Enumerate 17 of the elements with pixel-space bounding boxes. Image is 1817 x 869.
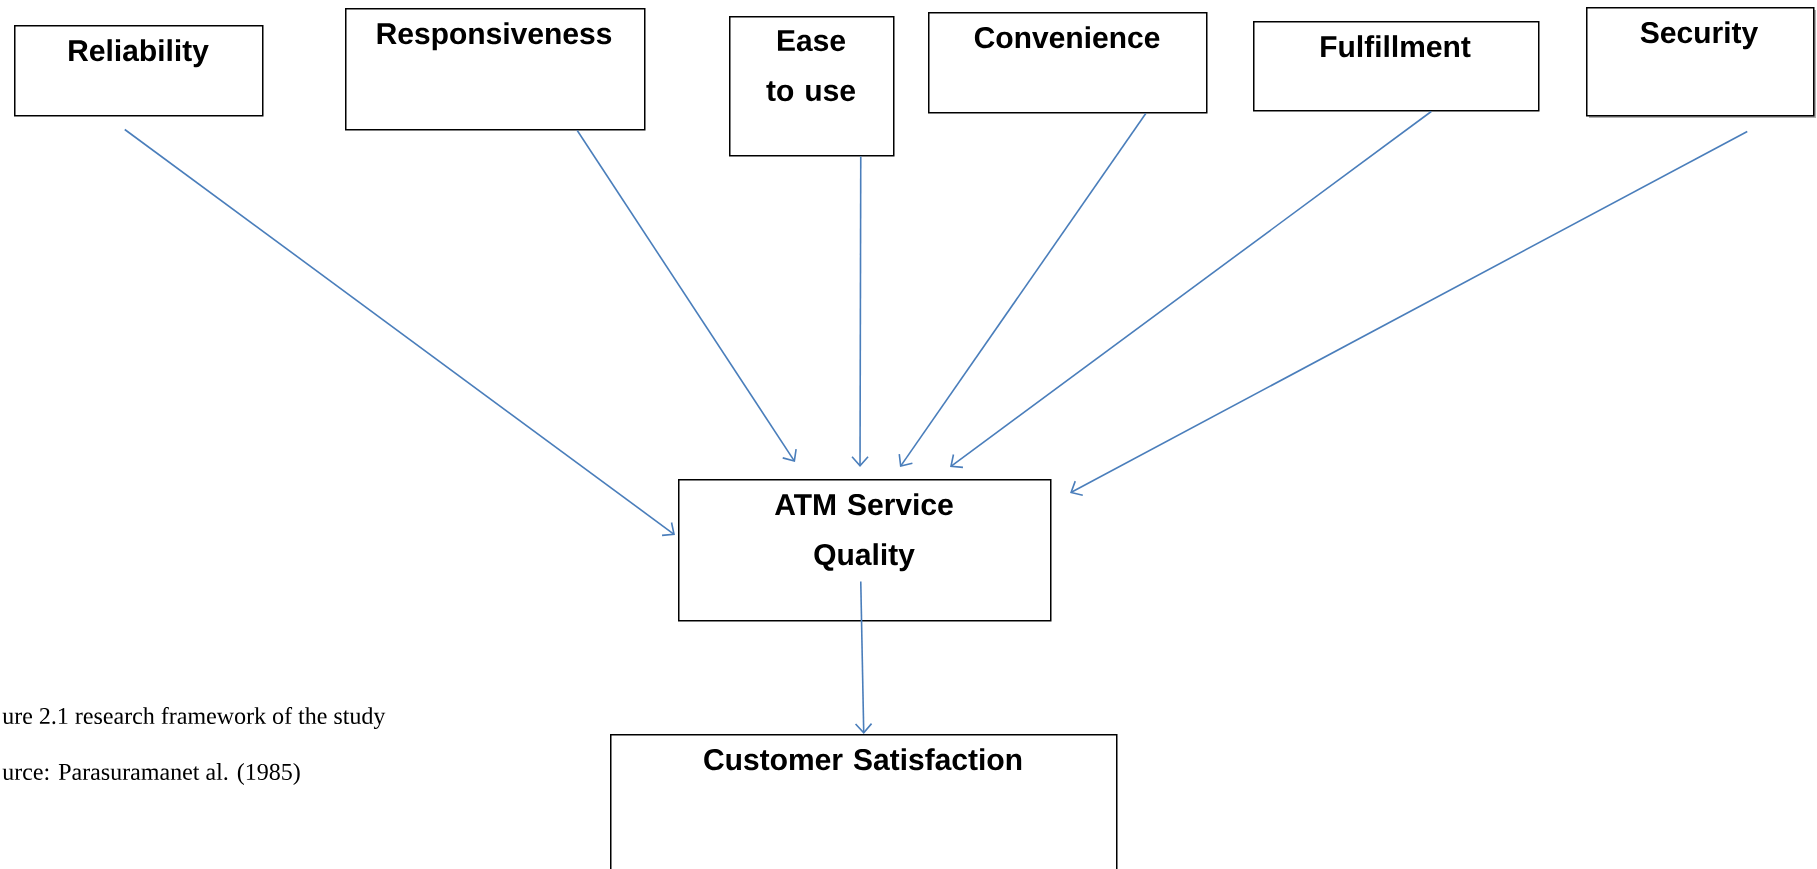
concept-box: ATM Service Quality [678, 479, 1052, 622]
concept-box: Security [1586, 7, 1816, 118]
concept-box: Reliability [14, 25, 264, 117]
concept-box: Responsiveness [345, 8, 646, 131]
arrow [123, 128, 675, 537]
concept-box: Convenience [928, 12, 1208, 114]
arrow [1070, 130, 1749, 497]
concept-box: Fulfillment [1253, 21, 1540, 112]
arrow [576, 129, 797, 462]
concept-box: Customer Satisfaction [610, 734, 1118, 869]
concept-box: Ease to use [729, 16, 895, 157]
arrow [898, 112, 1147, 467]
arrow [851, 155, 869, 467]
arrow [854, 580, 873, 734]
caption-text: urce: Parasuramanet al. (1985) [2, 763, 300, 785]
arrow [950, 110, 1433, 469]
caption-text: ure 2.1 research framework of the study [2, 706, 386, 730]
